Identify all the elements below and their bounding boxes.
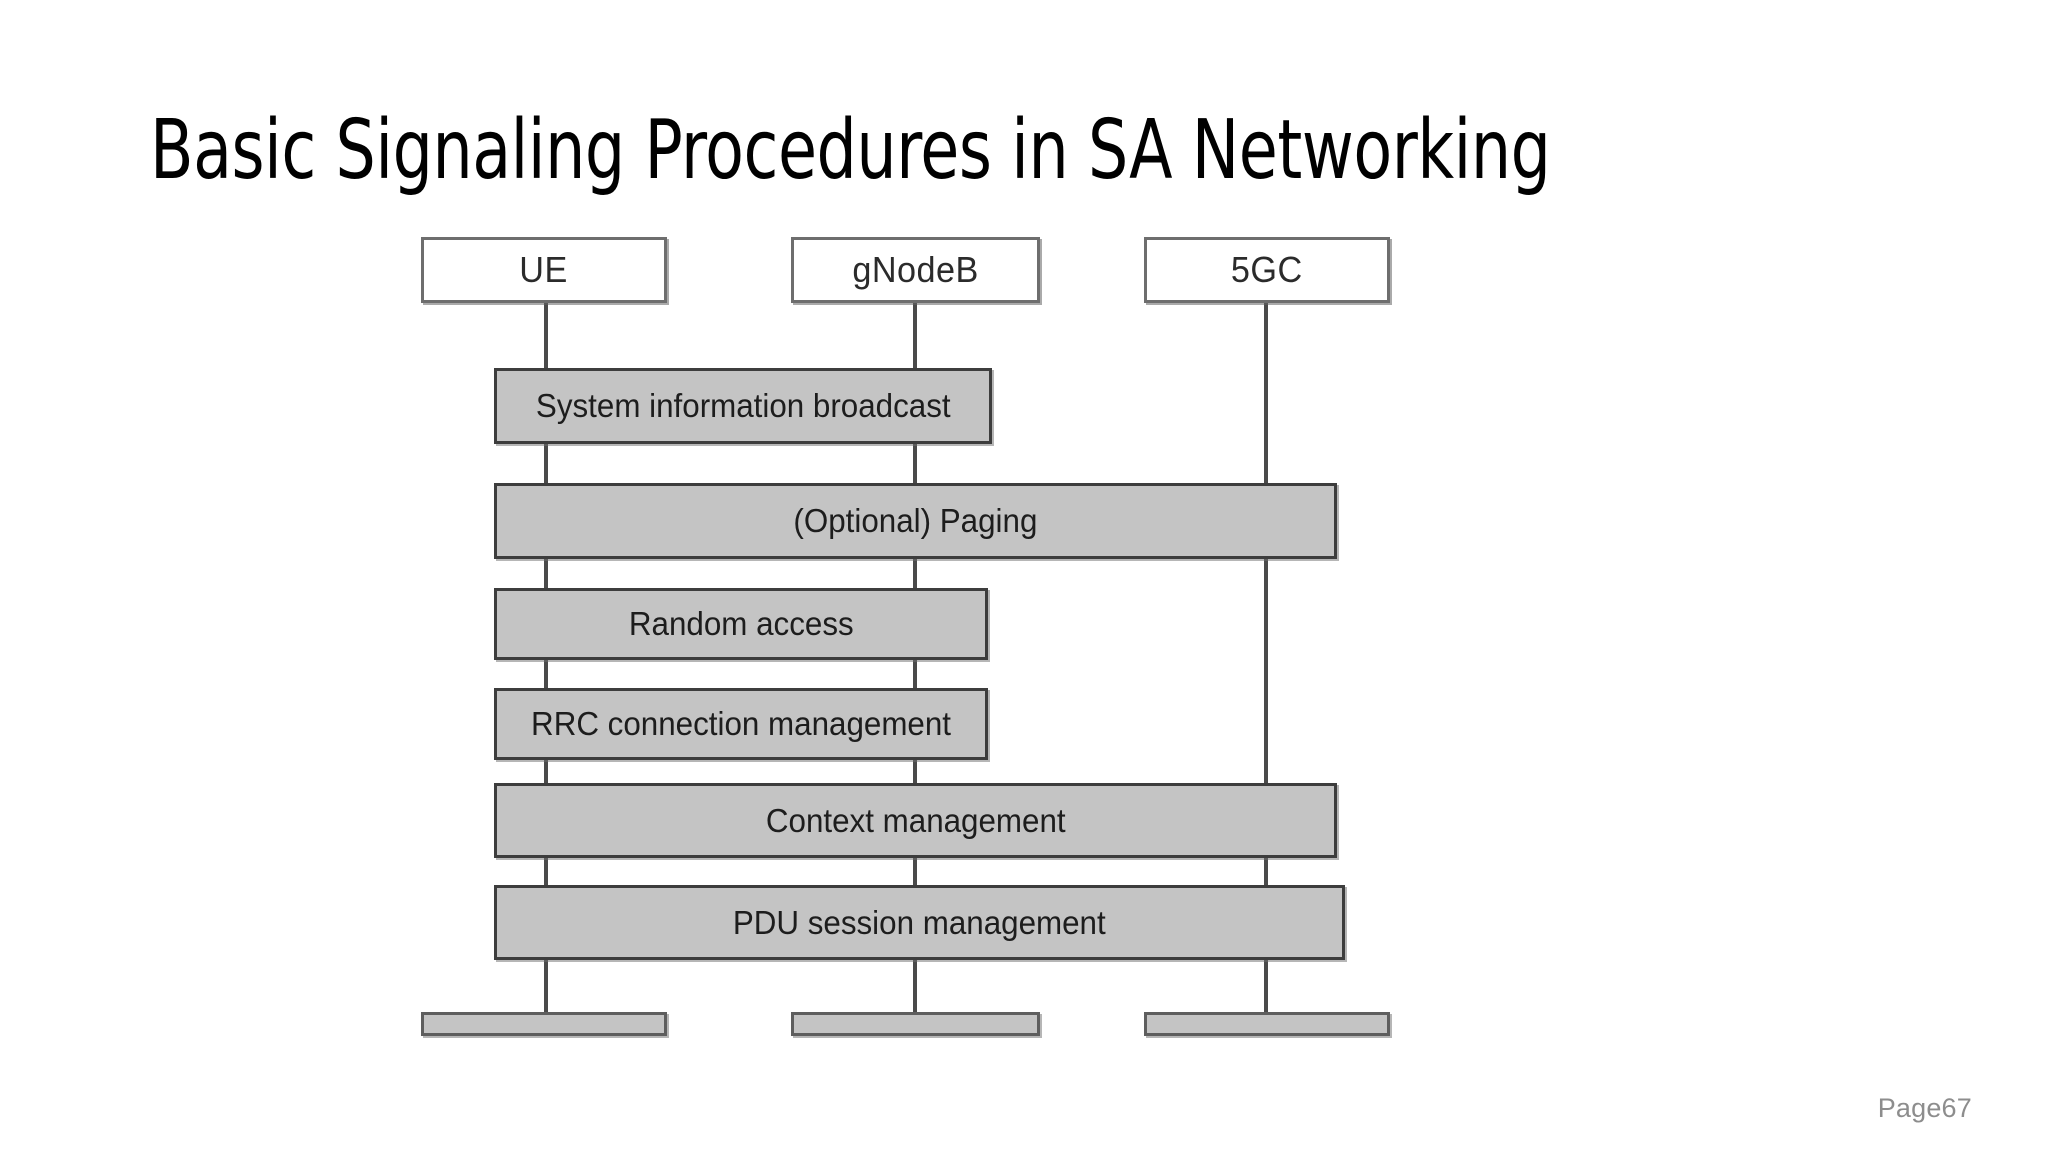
message-label-optional-paging: (Optional) Paging: [793, 502, 1038, 539]
message-label-random-access: Random access: [628, 605, 854, 642]
message-bar-context-management[interactable]: Context management: [494, 783, 1337, 858]
message-label-context-management: Context management: [765, 801, 1066, 839]
message-bar-pdu-session-management[interactable]: PDU session management: [494, 885, 1345, 960]
lifeline-terminator-ue: [421, 1012, 667, 1036]
page-title: Basic Signaling Procedures in SA Network…: [150, 103, 1551, 198]
message-bar-rrc-connection-management[interactable]: RRC connection management: [494, 688, 988, 760]
message-label-system-information-broadcast: System information broadcast: [535, 387, 951, 424]
entity-label-gnodeb: gNodeB: [852, 249, 979, 290]
message-bar-random-access[interactable]: Random access: [494, 588, 988, 660]
lifeline-5gc: [1264, 303, 1268, 1016]
entity-label-ue: UE: [519, 249, 569, 290]
entity-box-ue[interactable]: UE: [421, 237, 667, 303]
message-bar-optional-paging[interactable]: (Optional) Paging: [494, 483, 1337, 559]
lifeline-terminator-5gc: [1144, 1012, 1390, 1036]
entity-box-5gc[interactable]: 5GC: [1144, 237, 1390, 303]
message-label-pdu-session-management: PDU session management: [733, 903, 1106, 941]
message-bar-system-information-broadcast[interactable]: System information broadcast: [494, 368, 992, 444]
lifeline-terminator-gnodeb: [791, 1012, 1040, 1036]
page-number: Page67: [1877, 1093, 1972, 1123]
message-label-rrc-connection-management: RRC connection management: [531, 705, 951, 742]
entity-box-gnodeb[interactable]: gNodeB: [791, 237, 1040, 303]
entity-label-5gc: 5GC: [1231, 249, 1303, 290]
